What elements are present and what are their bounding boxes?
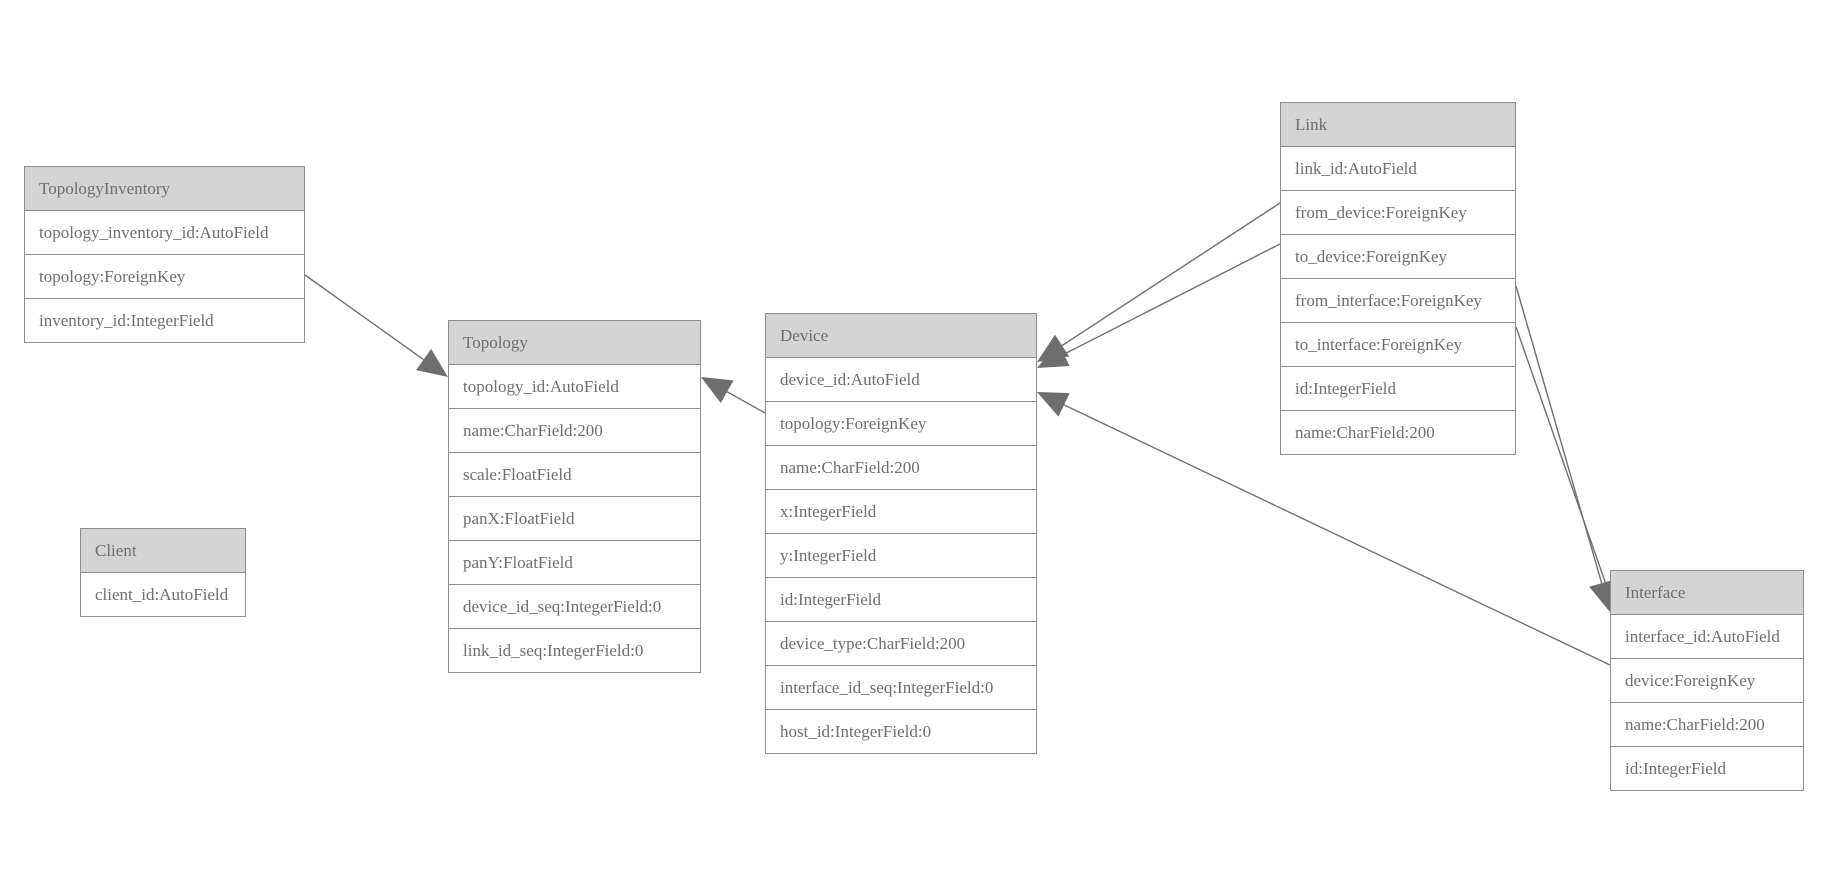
relationship-link-from-interface-to-interface [1515, 285, 1615, 612]
entity-title-link: Link [1281, 103, 1515, 147]
relationship-line [1063, 243, 1281, 355]
entity-field-row: topology:ForeignKey [766, 402, 1036, 446]
entity-field-row: topology:ForeignKey [25, 255, 304, 299]
entity-field-row: device_id_seq:IntegerField:0 [449, 585, 700, 629]
entity-field-row: device_type:CharField:200 [766, 622, 1036, 666]
relationship-arrowhead [1037, 342, 1070, 368]
relationship-line [726, 391, 766, 414]
entity-field-row: panY:FloatField [449, 541, 700, 585]
entity-title-client: Client [81, 529, 245, 573]
relationship-line [304, 274, 424, 361]
relationship-device-to-topology [701, 377, 766, 414]
entity-title-topology: Topology [449, 321, 700, 365]
entity-field-row: interface_id_seq:IntegerField:0 [766, 666, 1036, 710]
entity-field-row: from_interface:ForeignKey [1281, 279, 1515, 323]
entity-field-row: link_id_seq:IntegerField:0 [449, 629, 700, 672]
entity-field-row: y:IntegerField [766, 534, 1036, 578]
entity-field-row: topology_id:AutoField [449, 365, 700, 409]
entity-field-row: scale:FloatField [449, 453, 700, 497]
relationship-link-from-device-to-device [1037, 202, 1281, 362]
relationship-link-to-device-to-device [1037, 243, 1281, 368]
relationship-arrowhead [416, 348, 448, 377]
entity-field-row: device_id:AutoField [766, 358, 1036, 402]
entity-field-row: to_interface:ForeignKey [1281, 323, 1515, 367]
entity-field-row: to_device:ForeignKey [1281, 235, 1515, 279]
entity-title-topology-inventory: TopologyInventory [25, 167, 304, 211]
relationship-line [1061, 202, 1281, 347]
entity-field-row: topology_inventory_id:AutoField [25, 211, 304, 255]
relationship-topologyinventory-to-topology [304, 274, 448, 377]
entity-field-row: name:CharField:200 [1611, 703, 1803, 747]
entity-title-device: Device [766, 314, 1036, 358]
entity-field-row: link_id:AutoField [1281, 147, 1515, 191]
entity-field-row: x:IntegerField [766, 490, 1036, 534]
entity-field-row: inventory_id:IntegerField [25, 299, 304, 342]
relationship-arrowhead [1037, 334, 1070, 362]
entity-field-row: name:CharField:200 [1281, 411, 1515, 454]
entity-field-row: name:CharField:200 [449, 409, 700, 453]
entity-field-row: host_id:IntegerField:0 [766, 710, 1036, 753]
entity-field-row: id:IntegerField [1281, 367, 1515, 411]
relationship-arrowhead [1037, 392, 1070, 417]
relationship-link-to-interface-to-interface [1515, 326, 1619, 613]
entity-field-row: id:IntegerField [1611, 747, 1803, 790]
entity-title-interface: Interface [1611, 571, 1803, 615]
relationship-arrowhead [701, 377, 734, 404]
entity-field-row: from_device:ForeignKey [1281, 191, 1515, 235]
relationship-line [1515, 285, 1603, 584]
entity-field-row: interface_id:AutoField [1611, 615, 1803, 659]
entity-field-row: panX:FloatField [449, 497, 700, 541]
entity-field-row: id:IntegerField [766, 578, 1036, 622]
entity-field-row: device:ForeignKey [1611, 659, 1803, 703]
entity-field-row: client_id:AutoField [81, 573, 245, 616]
relationship-line [1515, 326, 1607, 585]
entity-field-row: name:CharField:200 [766, 446, 1036, 490]
